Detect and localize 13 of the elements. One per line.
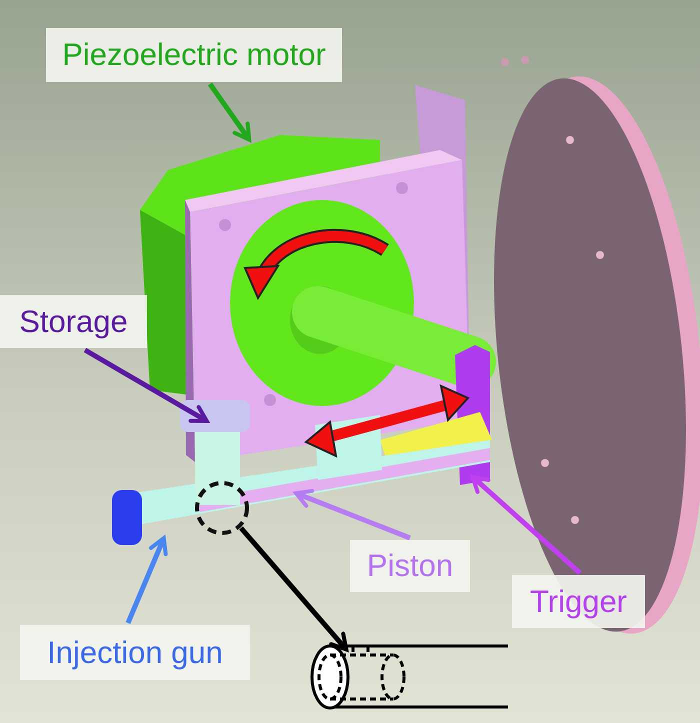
- magnifier-circle: [195, 481, 249, 535]
- callout-label: Piezoelectric motor: [62, 37, 326, 73]
- arrow: [239, 526, 348, 652]
- leader-arrow: [126, 536, 168, 624]
- callout-label: Piston: [366, 548, 454, 584]
- leader-arrow: [470, 474, 582, 575]
- callout-label: Storage: [19, 304, 128, 340]
- tube-detail-drawing: [310, 644, 508, 710]
- callout-label: Injection gun: [47, 634, 223, 670]
- leader-arrow: [208, 82, 252, 142]
- leader-arrow: [294, 488, 411, 540]
- leader-arrow: [84, 348, 209, 423]
- callout-label: Trigger: [530, 584, 628, 620]
